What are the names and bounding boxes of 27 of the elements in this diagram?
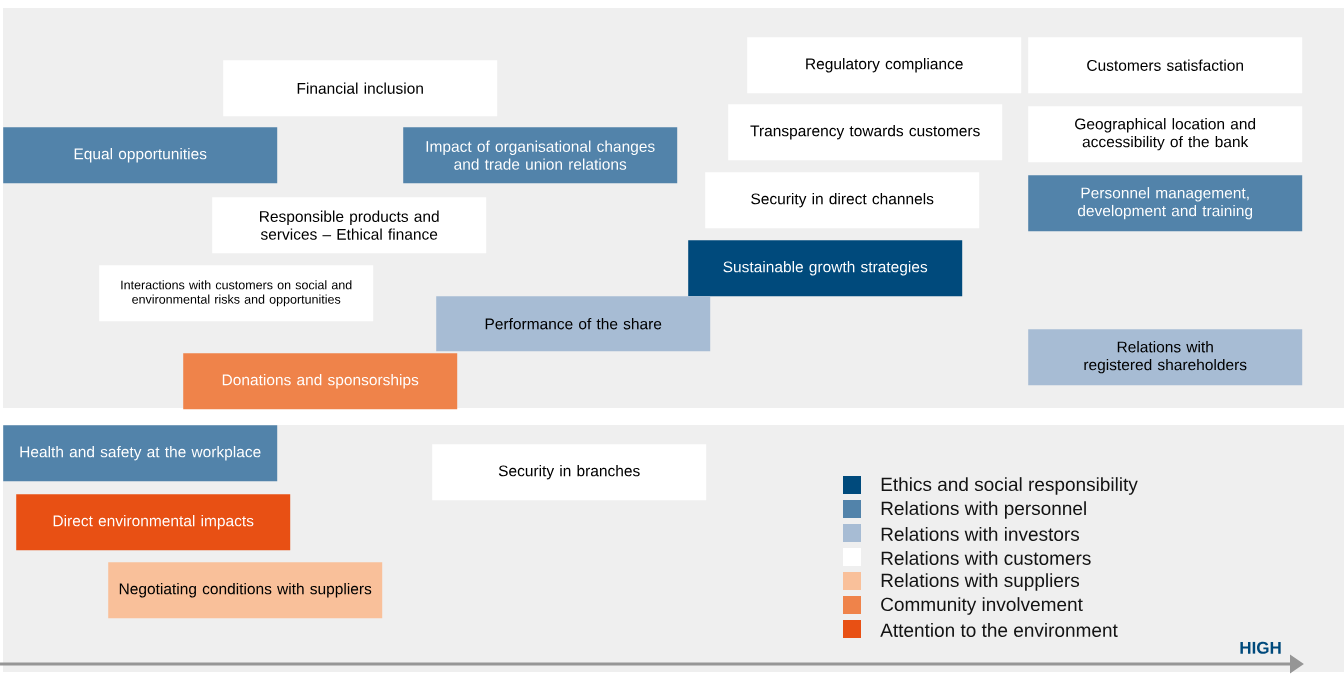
legend-label: Relations with personnel	[881, 501, 1086, 519]
topic-box: Security in branches	[432, 444, 707, 501]
legend-label: Relations with investors	[881, 527, 1080, 541]
topic-box: Donations and sponsorships	[183, 353, 458, 410]
topic-box: Direct environmental impacts	[16, 494, 291, 551]
topic-box: Health and safety at the workplace	[3, 425, 278, 482]
topic-box: Customers satisfaction	[1028, 37, 1303, 94]
topic-box: Personnel management, development and training	[1028, 175, 1303, 232]
topic-box: Relations with registered shareholders	[1028, 329, 1303, 386]
axis-label: HIGH	[1240, 641, 1281, 654]
legend-label: Community involvement	[881, 597, 1083, 615]
topic-box: Impact of organisational changes and trade union relations	[403, 127, 678, 184]
topic-box: Interactions with customers on social and environmental risks and opportunities	[99, 265, 374, 322]
legend-label: Ethics and social responsibility	[881, 477, 1138, 495]
topic-box: Geographical location and accessibility of the bank	[1028, 106, 1303, 163]
topic-box: Sustainable growth strategies	[688, 240, 963, 297]
topic-box: Performance of the share	[436, 296, 711, 352]
topic-box: Regulatory compliance	[747, 37, 1022, 94]
topic-box: Transparency towards customers	[728, 104, 1003, 161]
legend-label: Attention to the environment	[880, 623, 1118, 637]
topic-box: Financial inclusion	[223, 60, 498, 117]
legend-label: Relations with suppliers	[881, 573, 1080, 591]
topic-box: Negotiating conditions with suppliers	[108, 562, 383, 619]
legend-label: Relations with customers	[881, 551, 1091, 565]
topic-box: Security in direct channels	[705, 172, 980, 229]
topic-box: Responsible products and services – Ethical finance	[212, 197, 487, 254]
topic-box: Equal opportunities	[3, 127, 278, 184]
